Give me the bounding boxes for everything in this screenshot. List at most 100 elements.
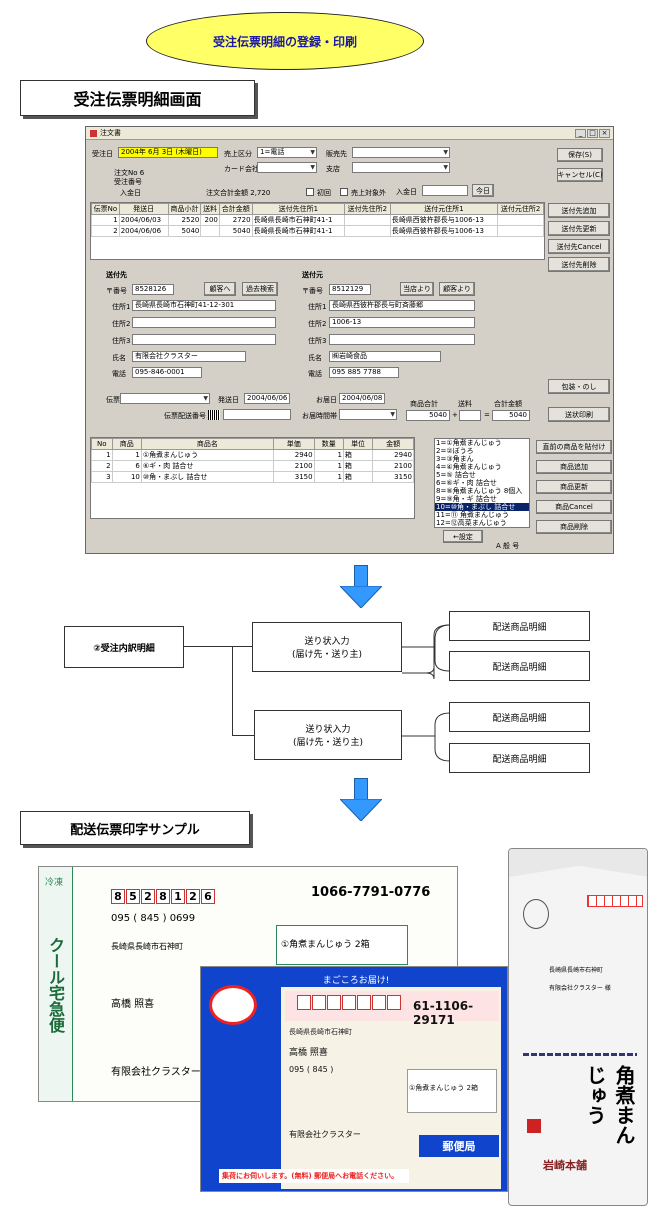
- shipping-field[interactable]: [459, 410, 481, 421]
- table-cell: 2100: [372, 460, 414, 472]
- src-tel-field[interactable]: 095 885 7788: [329, 367, 399, 378]
- list-item[interactable]: 4=④角煮まんじゅう: [436, 463, 502, 471]
- order-date-field[interactable]: 2004年 6月 3日 (木曜日): [118, 147, 218, 158]
- zip-digit: 2: [372, 995, 386, 1010]
- order-no-label: 注文No 6: [114, 169, 145, 177]
- print-button[interactable]: 送状印刷: [548, 407, 610, 422]
- set-button[interactable]: ←設定: [443, 530, 483, 543]
- src-name-field[interactable]: ㈱岩崎食品: [329, 351, 441, 362]
- column-header[interactable]: 送付元住所1: [389, 203, 499, 215]
- column-header[interactable]: 発送日: [118, 203, 169, 215]
- seller-select[interactable]: [352, 147, 450, 158]
- dest-addr2-field[interactable]: [132, 317, 276, 328]
- src-store-button[interactable]: 当店より: [400, 282, 434, 296]
- product-action-button[interactable]: 直前の商品を貼付け: [536, 440, 612, 454]
- destination-action-button[interactable]: 送付先更新: [548, 221, 610, 236]
- dest-name-field[interactable]: 有限会社クラスター: [132, 351, 246, 362]
- table-cell: 1: [313, 460, 344, 472]
- list-item[interactable]: 9=⑨角・ギ 詰合せ: [436, 495, 497, 503]
- zip-digit: 6: [387, 995, 401, 1010]
- first-checkbox[interactable]: [306, 188, 314, 196]
- src-addr1-field[interactable]: 長崎県西彼杵郡長与町斉藤郷: [329, 300, 475, 311]
- branch-select[interactable]: [352, 162, 450, 173]
- list-item[interactable]: 1=①角煮まんじゅう: [436, 439, 502, 447]
- list-item[interactable]: 2=②ぼうろ: [436, 447, 474, 455]
- slip-label: 伝票: [106, 396, 120, 404]
- list-item[interactable]: 12=⑫高菜まんじゅう: [436, 519, 507, 527]
- product-action-button[interactable]: 商品更新: [536, 480, 612, 494]
- list-item[interactable]: 3=③角まん: [436, 455, 474, 463]
- list-item[interactable]: 10=⑩角・まぶし 詰合せ: [435, 503, 529, 511]
- slip-select[interactable]: [120, 393, 210, 404]
- column-header[interactable]: 単位: [342, 438, 374, 450]
- src-addr2-field[interactable]: 1006-13: [329, 317, 475, 328]
- minimize-icon[interactable]: _: [575, 129, 586, 138]
- column-header[interactable]: No: [91, 438, 113, 450]
- list-item[interactable]: 6=⑥ギ・肉 詰合せ: [436, 479, 497, 487]
- equals-sign: =: [484, 411, 490, 419]
- product-action-button[interactable]: 商品Cancel: [536, 500, 612, 514]
- destination-action-button[interactable]: 送付先削除: [548, 257, 610, 272]
- column-header[interactable]: 伝票No: [91, 203, 120, 215]
- column-header[interactable]: 商品: [111, 438, 142, 450]
- column-header[interactable]: 金額: [372, 438, 414, 450]
- barcode-field[interactable]: [223, 409, 291, 420]
- column-header[interactable]: 送付先住所2: [344, 203, 391, 215]
- sales-excluded-checkbox[interactable]: [340, 188, 348, 196]
- column-header[interactable]: 商品小計: [167, 203, 202, 215]
- kuroneko-addr: 長崎県長崎市石神町: [111, 942, 183, 951]
- deliv-date-field[interactable]: 2004/06/08: [339, 393, 385, 404]
- table-cell: [200, 225, 220, 237]
- dest-customer-button[interactable]: 顧客へ: [204, 282, 236, 296]
- column-header[interactable]: 送料: [200, 203, 220, 215]
- ship-date-field[interactable]: 2004/06/06: [244, 393, 290, 404]
- table-cell: ①角煮まんじゅう: [140, 449, 274, 461]
- dest-addr1-field[interactable]: 長崎県長崎市石神町41-12-301: [132, 300, 276, 311]
- product-action-button[interactable]: 商品追加: [536, 460, 612, 474]
- total-label: 注文合計金額 2,720: [206, 189, 271, 197]
- flow-connector: [232, 735, 254, 736]
- save-button[interactable]: 保存(S): [557, 148, 603, 162]
- src-zip-field[interactable]: 8512129: [329, 284, 371, 295]
- sum-label: 合計金額: [494, 400, 522, 408]
- column-header[interactable]: 単価: [272, 438, 315, 450]
- list-item[interactable]: 8=⑧角煮まんじゅう 8個入: [436, 487, 523, 495]
- postal-code-boxes-icon: [587, 895, 643, 907]
- time-select[interactable]: [339, 409, 397, 420]
- src-customer-button[interactable]: 顧客より: [439, 282, 475, 296]
- dest-history-button[interactable]: 過去検索: [242, 282, 278, 296]
- column-header[interactable]: 商品名: [140, 438, 274, 450]
- card-select[interactable]: [257, 162, 317, 173]
- column-header[interactable]: 送付元住所2: [497, 203, 544, 215]
- wrap-button[interactable]: 包装・のし: [548, 379, 610, 394]
- entry-date-field[interactable]: [422, 185, 468, 196]
- close-icon[interactable]: ×: [599, 129, 610, 138]
- column-header[interactable]: 数量: [313, 438, 344, 450]
- destination-action-button[interactable]: 送付先追加: [548, 203, 610, 218]
- destination-action-button[interactable]: 送付先Cancel: [548, 239, 610, 254]
- maximize-icon[interactable]: □: [587, 129, 598, 138]
- dest-zip-field[interactable]: 8528126: [132, 284, 174, 295]
- src-addr1-label: 住所1: [308, 303, 327, 311]
- column-header[interactable]: 合計金額: [218, 203, 253, 215]
- list-item[interactable]: 5=⑤ 詰合せ: [436, 471, 476, 479]
- dest-addr3-field[interactable]: [132, 334, 276, 345]
- column-header[interactable]: 送付先住所1: [251, 203, 346, 215]
- src-addr3-field[interactable]: [329, 334, 475, 345]
- cancel-button[interactable]: キャンセル(C): [557, 168, 603, 182]
- today-button[interactable]: 今日: [472, 184, 494, 197]
- list-item[interactable]: 11=⑪ 角煮まんじゅう: [436, 511, 509, 519]
- dest-tel-field[interactable]: 095-846-0001: [132, 367, 202, 378]
- sales-type-select[interactable]: 1=電話: [257, 147, 317, 158]
- product-action-button[interactable]: 商品削除: [536, 520, 612, 534]
